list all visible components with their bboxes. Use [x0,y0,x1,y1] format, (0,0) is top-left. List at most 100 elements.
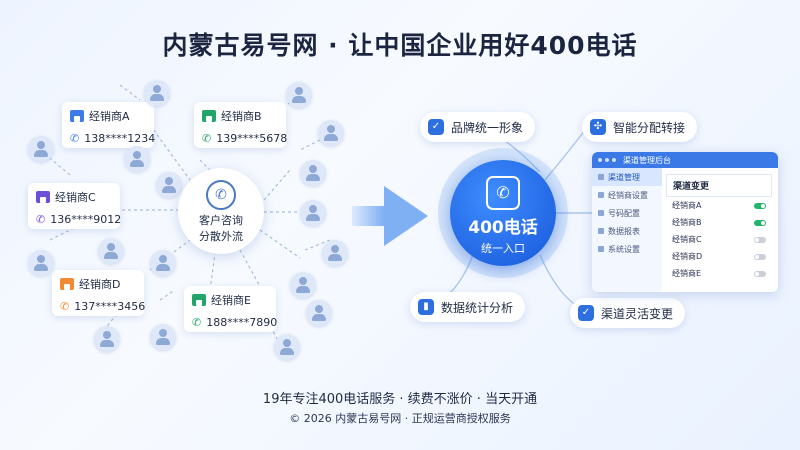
toggle-switch[interactable] [754,202,766,209]
panel-main: 渠道变更 经销商A 经销商B 经销商C 经销商D 经销商E [666,174,772,282]
hub-line2: 分散外流 [199,230,243,243]
dealer-phone: 137****3456 [74,300,146,313]
dealer-name: 经销商D [79,278,121,291]
sidebar-item[interactable]: 号码配置 [592,204,662,222]
menu-icon [598,246,604,252]
window-dot-icon [598,158,602,162]
phone-icon: ✆ [60,300,70,313]
sidebar-item[interactable]: 系统设置 [592,240,662,258]
sidebar-item[interactable]: 经销商设置 [592,186,662,204]
toggle-switch[interactable] [754,219,766,226]
shop-icon [70,110,84,122]
row-label: 经销商D [672,252,703,261]
dealer-card-e: 经销商E ✆ 188****7890 [184,286,278,332]
customer-icon [286,82,312,108]
menu-icon [598,192,604,198]
core-subtitle: 统一入口 [481,242,525,255]
panel-sidebar: 渠道管理 经销商设置 号码配置 数据报表 系统设置 [592,168,662,292]
customer-icon [290,272,316,298]
customer-icon [156,172,182,198]
feature-brand: ✓ 品牌统一形象 [420,112,536,142]
core-title: 400电话 [468,218,538,238]
dealer-card-d: 经销商D ✆ 137****3456 [52,270,146,316]
dealer-name: 经销商C [55,191,96,204]
customer-icon [306,300,332,326]
sidebar-item[interactable]: 数据报表 [592,222,662,240]
scattered-inquiry-hub: ✆ 客户咨询 分散外流 [178,168,264,254]
customer-icon [144,80,170,106]
shield-icon: ✓ [428,119,444,135]
sidebar-item-label: 数据报表 [608,226,640,236]
network-icon: ✣ [590,119,606,135]
dealer-name: 经销商B [221,110,262,123]
feature-label: 品牌统一形象 [451,120,524,135]
customer-icon [322,240,348,266]
customer-icon [150,250,176,276]
bar-chart-icon: ▮ [418,299,434,315]
customer-icon [28,136,54,162]
feature-stats: ▮数据统计分析 [410,292,526,322]
dealer-name: 经销商E [211,294,251,307]
panel-title: 渠道管理后台 [623,155,671,165]
section-title: 渠道变更 [666,174,772,197]
panel-titlebar: 渠道管理后台 [592,152,778,168]
customer-icon [150,324,176,350]
window-dot-icon [612,158,616,162]
phone-icon: ✆ [486,176,520,210]
row-label: 经销商B [672,218,702,227]
menu-icon [598,228,604,234]
customer-icon [124,146,150,172]
toggle-switch[interactable] [754,236,766,243]
shop-icon [36,191,50,203]
footer-copyright: © 2026 内蒙古易号网 · 正规运营商授权服务 [289,412,511,425]
window-dot-icon [605,158,609,162]
dealer-phone: 188****7890 [206,316,278,329]
phone-icon: ✆ [70,132,80,145]
sidebar-item-label: 号码配置 [608,208,640,218]
shop-icon [60,278,74,290]
sidebar-item[interactable]: 渠道管理 [592,168,662,186]
dealer-phone: 138****1234 [84,132,156,145]
customer-icon [94,326,120,352]
customer-icon [318,120,344,146]
feature-channel: ✓ 渠道灵活变更 [570,298,686,328]
customer-icon [28,250,54,276]
toggle-switch[interactable] [754,270,766,277]
arrow-tail [352,206,384,226]
channel-admin-panel: 渠道管理后台 渠道管理 经销商设置 号码配置 数据报表 系统设置 渠道变更 经销… [592,152,778,292]
feature-label: 渠道灵活变更 [601,306,674,321]
customer-icon [274,334,300,360]
shop-icon [202,110,216,122]
sidebar-item-label: 经销商设置 [608,190,648,200]
phone-icon: ✆ [36,213,46,226]
dealer-phone: 139****5678 [216,132,288,145]
feature-label: 智能分配转接 [613,120,686,135]
toggle-row: 经销商E [666,265,772,282]
toggle-row: 经销商C [666,231,772,248]
page-title: 内蒙古易号网 · 让中国企业用好400电话 [162,31,638,60]
phone-icon: ✆ [202,132,212,145]
hub-line1: 客户咨询 [199,214,243,227]
phone-icon: ✆ [206,180,236,210]
footer-slogan: 19年专注400电话服务 · 续费不涨价 · 当天开通 [262,392,538,407]
dealer-card-b: 经销商B ✆ 139****5678 [194,102,288,148]
sidebar-item-label: 渠道管理 [608,172,640,182]
toggle-row: 经销商B [666,214,772,231]
toggle-row: 经销商A [666,197,772,214]
feature-smart: ✣ 智能分配转接 [582,112,698,142]
shield-check-icon: ✓ [578,305,594,321]
dealer-name: 经销商A [89,110,130,123]
row-label: 经销商C [672,235,702,244]
customer-icon [98,238,124,264]
menu-icon [598,174,604,180]
row-label: 经销商E [672,269,702,278]
phone-icon: ✆ [192,316,202,329]
unified-400-core: ✆ 400电话 统一入口 [450,160,556,266]
toggle-switch[interactable] [754,253,766,260]
customer-icon [300,160,326,186]
menu-icon [598,210,604,216]
shop-icon [192,294,206,306]
toggle-row: 经销商D [666,248,772,265]
row-label: 经销商A [672,201,702,210]
dealer-card-a: 经销商A ✆ 138****1234 [62,102,156,148]
